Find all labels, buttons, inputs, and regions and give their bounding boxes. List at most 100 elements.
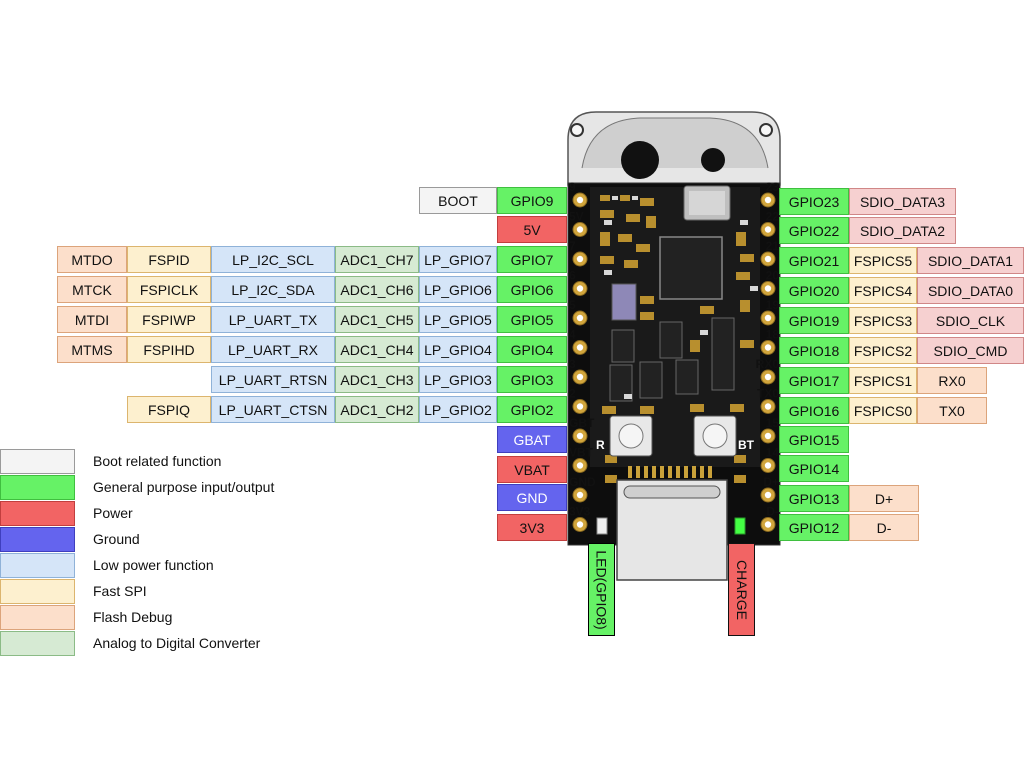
right-pin-number: D+ [763,475,779,489]
right-pin-number: D- [766,505,779,519]
right-pin-number: TX0 [757,387,779,401]
left-pin-hole [576,314,584,322]
right-label-sdio-clk: SDIO_CLK [917,307,1024,334]
right-pin-hole [764,285,772,292]
right-label-gpio14: GPIO14 [779,455,849,482]
left-pin-hole [576,491,584,499]
left-label-mtck: MTCK [57,276,127,303]
right-pin-number: 19 [766,298,780,312]
left-label-mtdo: MTDO [57,246,127,273]
left-label-lp-i2c-scl: LP_I2C_SCL [211,246,335,273]
left-pin-number: 3 [569,357,576,371]
right-pin-hole [764,255,772,263]
left-label-lp-gpio3: LP_GPIO3 [419,366,497,393]
right-pin-number: 21 [766,239,780,253]
left-pin-hole [576,196,584,204]
left-label-mtdi: MTDI [57,306,127,333]
left-pin-hole [576,403,584,410]
left-label-adc1-ch3: ADC1_CH3 [335,366,419,393]
left-label-lp-uart-rx: LP_UART_RX [211,336,335,363]
left-pin-hole [576,255,584,263]
right-pin-number: 18 [766,328,780,342]
left-pin-number: 7 [569,239,576,253]
legend-text: Boot related function [93,453,222,469]
left-label-gpio3: GPIO3 [497,366,567,393]
right-pin-hole [764,432,772,440]
right-label-gpio23: GPIO23 [779,188,849,215]
right-pin-number: 14 [766,446,780,460]
right-label-gpio12: GPIO12 [779,514,849,541]
right-pin-number: 15 [766,416,780,430]
left-label-adc1-ch4: ADC1_CH4 [335,336,419,363]
right-label-sdio-data3: SDIO_DATA3 [849,188,956,215]
left-pin-hole [576,373,584,381]
right-label-fspics2: FSPICS2 [849,337,917,364]
legend-swatch [0,553,75,578]
left-label-boot: BOOT [419,187,497,214]
mount-hole-left [570,123,584,137]
mount-hole-right [759,123,773,137]
left-label-lp-gpio6: LP_GPIO6 [419,276,497,303]
left-label-gpio5: GPIO5 [497,306,567,333]
legend-swatch [0,631,75,656]
boot-button[interactable] [693,415,737,457]
right-pin-hole [764,403,772,410]
left-label-lp-gpio4: LP_GPIO4 [419,336,497,363]
right-pin-number: 20 [766,269,780,283]
right-label-gpio22: GPIO22 [779,217,849,244]
left-label-gnd: GND [497,484,567,511]
main-chip [659,236,723,300]
left-pin-number: 6 [569,269,576,283]
legend-swatch [0,475,75,500]
legend-text: Power [93,505,133,521]
legend-text: General purpose input/output [93,479,275,495]
right-label-gpio19: GPIO19 [779,307,849,334]
right-label-fspics4: FSPICS4 [849,277,917,304]
left-label-gpio6: GPIO6 [497,276,567,303]
left-label-fspiwp: FSPIWP [127,306,211,333]
left-label-vbat: VBAT [497,456,567,483]
right-label-rx0: RX0 [917,367,987,394]
right-pin-hole [764,196,772,204]
legend-item: Low power function [0,553,300,578]
left-label-adc1-ch6: ADC1_CH6 [335,276,419,303]
right-label-gpio17: GPIO17 [779,367,849,394]
legend-item: Analog to Digital Converter [0,631,300,656]
right-label-gpio16: GPIO16 [779,397,849,424]
legend-item: General purpose input/output [0,475,300,500]
right-pin-hole [764,521,772,528]
reset-button[interactable] [609,415,653,457]
legend-text: Ground [93,531,140,547]
left-pin-number: 2 [569,387,576,401]
right-label-gpio21: GPIO21 [779,247,849,274]
right-label-sdio-data1: SDIO_DATA1 [917,247,1024,274]
left-label-3v3: 3V3 [497,514,567,541]
charge-led [734,517,746,535]
legend-swatch [0,527,75,552]
left-pin-number: 4 [569,328,576,342]
left-label-gpio7: GPIO7 [497,246,567,273]
legend-item: Ground [0,527,300,552]
right-label-gpio18: GPIO18 [779,337,849,364]
right-label-d-: D+ [849,485,919,512]
left-pin-hole [576,462,584,469]
right-pin-number: 22 [766,210,780,224]
legend-item: Fast SPI [0,579,300,604]
legend-text: Analog to Digital Converter [93,635,261,651]
left-label-lp-gpio7: LP_GPIO7 [419,246,497,273]
left-pin-number: 5V [569,210,584,224]
right-pin-number: 23 [766,180,780,194]
right-label-fspics5: FSPICS5 [849,247,917,274]
left-pin-number: 3V3 [569,505,591,519]
left-pin-hole [576,285,584,292]
left-label-lp-i2c-sda: LP_I2C_SDA [211,276,335,303]
left-label-fspid: FSPID [127,246,211,273]
right-pin-number: RX0 [756,357,780,371]
legend-swatch [0,605,75,630]
left-label-lp-uart-rtsn: LP_UART_RTSN [211,366,335,393]
legend-item: Flash Debug [0,605,300,630]
left-pin-hole [576,521,584,528]
right-pin-hole [764,373,772,381]
right-label-fspics0: FSPICS0 [849,397,917,424]
left-label-gbat: GBAT [497,426,567,453]
